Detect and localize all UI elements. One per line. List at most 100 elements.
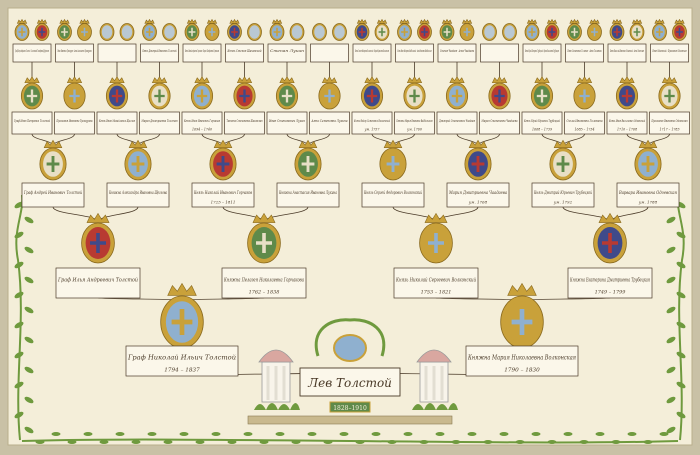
g5-pair: Князь Иван Андреевич Горчаков · Ирина Ти… [182, 43, 222, 63]
person-name: Ольга Ивановна Головина [567, 119, 603, 123]
crest-charge [556, 156, 570, 172]
name-plaque [650, 43, 689, 63]
crest-shield [101, 25, 113, 39]
person-dates: 1762 – 1838 [249, 290, 280, 296]
vine-leaf [147, 432, 157, 436]
person-name: Князь Иван Андреевич Горчаков · Ирина Ти… [185, 49, 219, 53]
crown-icon [213, 139, 233, 148]
crown-icon [298, 139, 318, 148]
g2-person: Граф Илья Андреевич Толстой [55, 267, 141, 299]
g5-pair: Князь Степан Шаховской [225, 43, 264, 63]
crest-charge [208, 27, 216, 37]
vine-leaf [14, 201, 24, 209]
crest-charge [536, 89, 548, 103]
vine-leaf [14, 351, 24, 359]
crown-icon [399, 18, 410, 24]
crest-charge [428, 233, 444, 253]
person-name: Князь Иван Федорович Вадбольский · Анна … [397, 49, 431, 53]
crown-icon [186, 18, 198, 24]
person-name: Граф Илья Андреевич Толстой [57, 277, 138, 284]
person-dates: 1694 – 1740 [192, 128, 212, 132]
person-dates: 1685 – 1734 [574, 128, 594, 132]
coat-of-arms-icon [672, 18, 687, 41]
person-name: Иван Иванович Троекуров · Анна Алексеевн… [57, 49, 91, 53]
vine-leaf [83, 432, 93, 436]
crown-icon [252, 212, 276, 223]
name-plaque [267, 43, 307, 63]
crest-charge [111, 89, 123, 103]
vine-leaf [275, 432, 285, 436]
g5-pair: Иван Одоевский · Прасковья Одоевская [650, 43, 689, 63]
crown-icon [441, 18, 453, 24]
crown-icon [468, 139, 488, 148]
crest-charge [358, 27, 366, 37]
coat-of-arms-icon [629, 18, 645, 41]
g4-person: Дмитрий Степанович Чаадаев [436, 111, 478, 135]
coat-of-arms-icon [318, 76, 341, 110]
vine-leaf [259, 440, 269, 444]
crown-icon [383, 139, 403, 148]
g5-pair: Князь Василий Иванович Одоевский · Анна … [607, 43, 647, 63]
g5-pair: Иван Иванович Троекуров · Анна Алексеевн… [55, 43, 94, 63]
person-dates: 1668 – 1739 [532, 128, 552, 132]
person-name: Князь Иван Иванович Горчаков [183, 119, 220, 123]
coat-of-arms-icon [99, 23, 115, 41]
person-name: Граф Николай Ильич Толстой [127, 355, 236, 362]
leo-tolstoy-name: Лев Толстой [307, 376, 392, 390]
g5-pair: Князь Юрий Петрович Трубецкой · Ирина Ва… [522, 43, 562, 63]
crown-icon [59, 18, 70, 24]
vine-leaf [676, 411, 686, 419]
coat-of-arms-icon [119, 23, 135, 41]
person-dates: ум. 1757 [364, 128, 381, 132]
coat-of-arms-icon [419, 212, 453, 264]
crest-charge [386, 156, 400, 172]
crest-charge [602, 233, 618, 253]
vine-leaf [483, 440, 493, 444]
coat-of-arms-icon [609, 18, 625, 41]
vine-leaf [666, 426, 676, 434]
crest-charge [26, 89, 38, 103]
coat-of-arms-icon [289, 23, 305, 41]
coat-of-arms-icon [587, 18, 602, 41]
person-name: Князь Юрий Юрьевич Трубецкой [523, 119, 560, 123]
pavilion-dome [416, 349, 452, 363]
coat-of-arms-icon [573, 76, 596, 110]
coat-of-arms-icon [502, 23, 517, 41]
person-name: Иван Семенович Головин · Анна Головина [567, 49, 602, 53]
coat-of-arms-icon [204, 18, 220, 41]
g5-pair: Князь Дмитрий Иванович Толстой [140, 43, 179, 63]
g5-pair [97, 43, 137, 63]
name-plaque [276, 182, 340, 208]
crest-charge [548, 27, 556, 37]
vine-leaf [676, 261, 686, 269]
vine-leaf [24, 336, 34, 344]
person-name: Мария Дмитриевна Чаадаева [448, 190, 507, 195]
name-plaque [140, 43, 179, 63]
crest-charge [571, 27, 578, 37]
crown-icon [144, 18, 155, 24]
crest-charge [613, 27, 621, 37]
crown-icon [406, 76, 423, 84]
cartouche-base [247, 415, 453, 425]
crest-charge [61, 27, 68, 37]
crown-icon [598, 212, 622, 223]
crest-charge [281, 89, 293, 103]
vine-leaf [99, 440, 109, 444]
coat-of-arms-icon [34, 18, 50, 41]
name-plaque [266, 111, 308, 135]
vine-leaf [563, 432, 573, 436]
vine-leaf [51, 432, 61, 436]
crown-icon [24, 76, 40, 84]
g3-person: Князь Сергей Федорович Волконский [361, 182, 425, 208]
g4-person: Татьяна Степановна Шаховская [224, 111, 265, 135]
person-name: Граф Петр Андреевич Толстой · Соломонида… [15, 49, 49, 53]
lineage-nodes: Граф Петр Андреевич Толстой · Соломонида… [11, 18, 690, 377]
person-name: Князь Иван Васильевич Одоевский [608, 119, 645, 123]
name-plaque [394, 111, 435, 135]
vine-leaf [666, 366, 676, 374]
